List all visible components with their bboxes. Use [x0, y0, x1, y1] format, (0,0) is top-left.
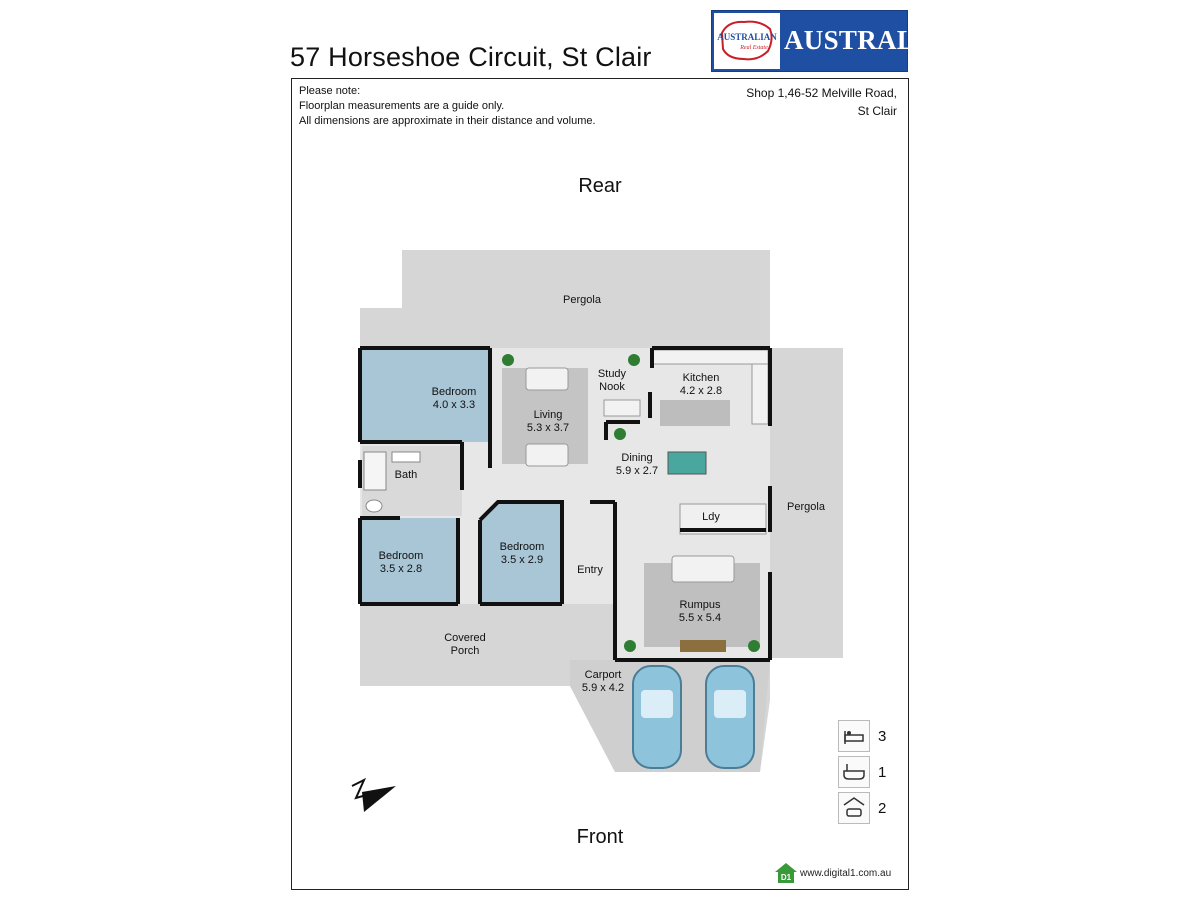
- note-line-dimensions: All dimensions are approximate in their …: [299, 115, 596, 127]
- study-label-line1: Study: [598, 368, 627, 380]
- front-orientation-label: Front: [576, 826, 624, 848]
- logo-brand-text: AUSTRALIAN: [784, 25, 966, 55]
- property-address-title: 57 Horseshoe Circuit, St Clair: [290, 42, 652, 72]
- bedroom-3-size: 3.5 x 2.9: [501, 554, 543, 566]
- car-count-row: 2: [838, 792, 898, 826]
- walls: [358, 346, 772, 662]
- entry-label: Entry: [577, 564, 603, 576]
- bedroom-count-row: 3: [838, 720, 898, 754]
- plant-dining: [614, 428, 626, 440]
- note-heading: Please note:: [299, 85, 361, 97]
- bedroom-2-size: 3.5 x 2.8: [380, 563, 422, 575]
- credit-website: www.digital1.com.au: [800, 868, 892, 879]
- kitchen-back-bench: [651, 349, 769, 365]
- rear-orientation-label: Rear: [578, 175, 622, 197]
- kitchen-label: Kitchen: [683, 372, 720, 384]
- toilet: [365, 499, 383, 513]
- bathtub-icon: [838, 756, 870, 788]
- d1-badge-text: D1: [781, 873, 792, 882]
- living-sofa-bottom: [525, 443, 569, 467]
- bed-icon: [838, 720, 870, 752]
- plant-rumpus-right: [748, 640, 760, 652]
- logo-badge-line2: Real Estate: [739, 45, 768, 51]
- living-size: 5.3 x 3.7: [527, 422, 569, 434]
- bathroom-count-row: 1: [838, 756, 898, 790]
- study-desk: [603, 399, 641, 417]
- office-address: Shop 1,46-52 Melville Road, St Clair: [746, 84, 897, 120]
- dining-label: Dining: [621, 452, 652, 464]
- garage-car-icon: [838, 792, 870, 824]
- master-bedroom-floor: [362, 350, 490, 442]
- logo-badge: AUSTRALIAN Real Estate: [714, 13, 780, 69]
- master-bedroom-size: 4.0 x 3.3: [433, 399, 475, 411]
- office-address-line1: Shop 1,46-52 Melville Road,: [746, 86, 897, 100]
- plant-rumpus-left: [624, 640, 636, 652]
- bedroom-2-label: Bedroom: [379, 550, 424, 562]
- carport-label: Carport: [585, 669, 622, 681]
- dining-size: 5.9 x 2.7: [616, 465, 658, 477]
- rumpus-sofa: [671, 555, 735, 583]
- bath-label: Bath: [395, 469, 418, 481]
- vanity: [391, 451, 421, 463]
- d1-house-icon: D1: [775, 863, 797, 883]
- porch-label-line2: Porch: [451, 645, 480, 657]
- agency-logo: AUSTRALIAN Real Estate AUSTRALIAN: [711, 10, 965, 72]
- bedroom-2-floor: [362, 518, 458, 602]
- pergola-side-label: Pergola: [787, 501, 826, 513]
- dining-table: [667, 451, 707, 475]
- logo-badge-line1: AUSTRALIAN: [717, 32, 777, 42]
- master-bedroom-label: Bedroom: [432, 386, 477, 398]
- rumpus-label: Rumpus: [680, 599, 721, 611]
- kitchen-island: [660, 400, 730, 426]
- car-right: [705, 665, 755, 769]
- rumpus-tv-unit: [680, 640, 726, 652]
- kitchen-side-bench: [751, 363, 769, 425]
- porch-label-line1: Covered: [444, 632, 486, 644]
- bathroom-count: 1: [878, 764, 887, 781]
- plant-study: [628, 354, 640, 366]
- note-line-measurements: Floorplan measurements are a guide only.: [299, 100, 505, 112]
- study-label-line2: Nook: [599, 381, 625, 393]
- plant-living: [502, 354, 514, 366]
- floorplan-credit: D1 www.digital1.com.au: [774, 862, 904, 884]
- laundry-label: Ldy: [702, 511, 720, 523]
- car-left: [632, 665, 682, 769]
- bedroom-3-label: Bedroom: [500, 541, 545, 553]
- north-arrow-icon: [351, 777, 396, 812]
- disclaimer-note: Please note: Floorplan measurements are …: [299, 84, 596, 129]
- bathtub: [363, 451, 387, 491]
- carport-size: 5.9 x 4.2: [582, 682, 624, 694]
- kitchen-size: 4.2 x 2.8: [680, 385, 722, 397]
- rumpus-size: 5.5 x 5.4: [679, 612, 721, 624]
- car-space-count: 2: [878, 800, 887, 817]
- bedroom-count: 3: [878, 728, 887, 745]
- bedroom-3-floor: [480, 502, 562, 602]
- living-label: Living: [534, 409, 563, 421]
- pergola-rear-label: Pergola: [563, 294, 602, 306]
- living-sofa-top: [525, 367, 569, 391]
- office-address-line2: St Clair: [857, 104, 897, 118]
